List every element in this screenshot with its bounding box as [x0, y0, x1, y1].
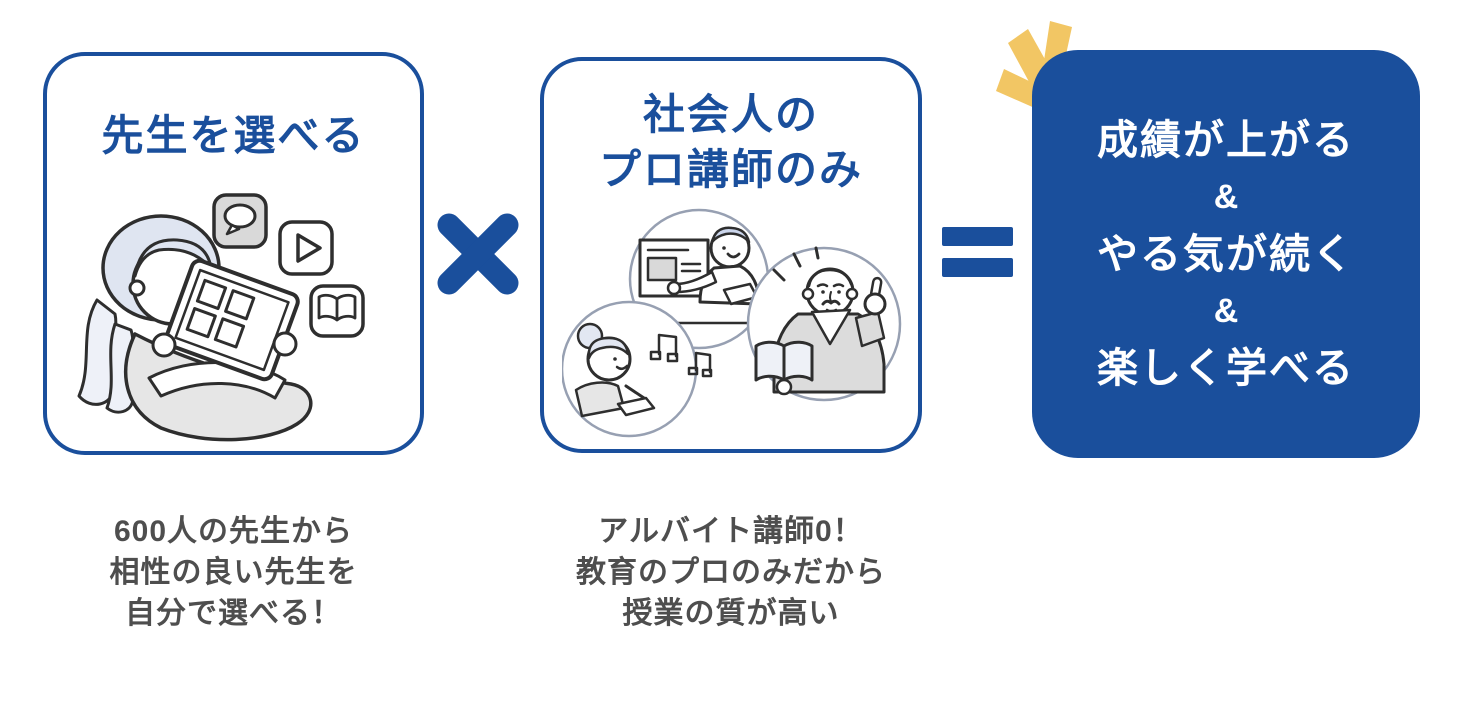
result-ampersand: &	[1213, 292, 1239, 330]
caption-line: 授業の質が高い	[622, 597, 840, 630]
teacher-book-vignette	[746, 246, 902, 402]
card-choose-teacher: 先生を選べる	[43, 52, 424, 455]
tablet	[164, 258, 300, 382]
teacher-music-vignette	[562, 300, 713, 438]
title-line: プロ講師のみ	[598, 146, 863, 193]
result-line: 成績が上がる	[1097, 117, 1355, 163]
caption-line: アルバイト講師0！	[598, 515, 864, 548]
title-line: 社会人の	[642, 91, 819, 138]
caption-line: 相性の良い先生を	[109, 556, 358, 589]
card-pro-instructors: 社会人の プロ講師のみ	[540, 57, 922, 453]
student-tablet-illustration	[77, 193, 365, 442]
equals-bar	[942, 258, 1013, 277]
caption-pro-instructors: アルバイト講師0！ 教育のプロのみだから 授業の質が高い	[540, 511, 922, 634]
caption-line: 教育のプロのみだから	[576, 556, 886, 589]
equals-bar	[942, 227, 1013, 246]
book-icon	[309, 284, 365, 338]
caption-line: 自分で選べる！	[125, 597, 342, 630]
play-icon	[278, 220, 334, 276]
multiply-icon	[432, 208, 524, 300]
result-line: やる気が続く	[1097, 231, 1355, 277]
result-lines: 成績が上がる & やる気が続く & 楽しく学べる	[1032, 50, 1420, 397]
caption-choose-teacher: 600人の先生から 相性の良い先生を 自分で選べる！	[43, 511, 424, 634]
result-line: 楽しく学べる	[1097, 345, 1355, 391]
teachers-illustration	[562, 208, 902, 438]
caption-line: 600人の先生から	[113, 515, 354, 548]
speech-bubble-icon	[212, 193, 268, 249]
card-pro-instructors-title: 社会人の プロ講師のみ	[544, 87, 918, 197]
equals-icon	[942, 227, 1013, 277]
card-choose-teacher-title: 先生を選べる	[101, 112, 366, 159]
result-ampersand: &	[1213, 178, 1239, 216]
card-result: 成績が上がる & やる気が続く & 楽しく学べる	[1032, 50, 1420, 458]
